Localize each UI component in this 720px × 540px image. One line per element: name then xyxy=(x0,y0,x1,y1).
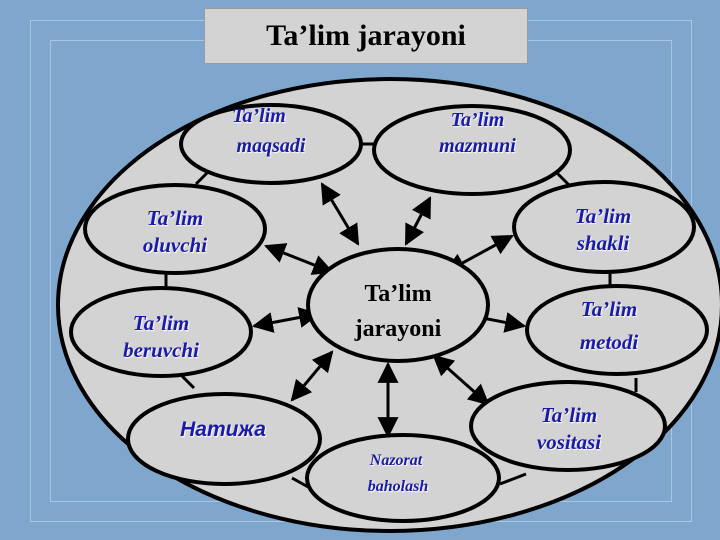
label-shakli-line1: Ta’lim xyxy=(574,204,632,228)
arrow-oluvchi xyxy=(264,243,334,275)
node-maqsadi xyxy=(179,103,363,185)
node-beruvchi xyxy=(69,286,253,378)
arrows xyxy=(251,182,527,439)
label-oluvchi: Ta’lim oluvchi xyxy=(100,205,250,260)
label-metodi: Ta’lim metodi xyxy=(534,293,684,358)
label-natija: Натижа xyxy=(148,416,298,443)
node-center xyxy=(306,247,490,363)
title-box: Ta’lim jarayoni xyxy=(204,8,528,64)
label-beruvchi: Ta’lim beruvchi xyxy=(86,310,236,365)
label-vositasi-line2: vositasi xyxy=(536,430,602,455)
arrow-natija xyxy=(290,350,334,402)
label-mazmuni-line2: mazmuni xyxy=(439,135,516,157)
label-beruvchi-line1: Ta’lim xyxy=(132,311,190,335)
center-label-line2: jarayoni xyxy=(354,315,442,342)
label-nazorat-line2: baholash xyxy=(367,477,429,495)
node-oluvchi xyxy=(83,183,267,275)
label-mazmuni-line1: Ta’lim xyxy=(450,109,505,131)
label-shakli-line2: shakli xyxy=(576,231,630,256)
label-vositasi: Ta’lim vositasi xyxy=(494,402,644,457)
label-mazmuni: Ta’lim mazmuni xyxy=(400,107,555,159)
label-metodi-line1: Ta’lim xyxy=(580,297,638,321)
label-maqsadi: Ta’lim maqsadi xyxy=(196,103,346,159)
node-metodi xyxy=(525,284,709,376)
arrow-mazmuni xyxy=(404,196,432,246)
arrow-vositasi xyxy=(432,354,490,406)
label-beruvchi-line2: beruvchi xyxy=(123,338,199,363)
label-shakli: Ta’lim shakli xyxy=(528,203,678,258)
arrow-beruvchi xyxy=(251,307,321,333)
node-vositasi xyxy=(469,380,667,472)
node-natija xyxy=(126,392,322,486)
label-metodi-line2: metodi xyxy=(579,329,639,354)
label-maqsadi-line1: Ta’lim xyxy=(232,105,286,127)
node-shakli xyxy=(512,180,696,274)
node-nazorat xyxy=(305,433,501,523)
center-label: Ta’lim jarayoni xyxy=(318,277,478,347)
label-oluvchi-line1: Ta’lim xyxy=(146,206,204,230)
page-title: Ta’lim jarayoni xyxy=(266,19,466,52)
label-vositasi-line1: Ta’lim xyxy=(540,403,598,427)
label-nazorat: Nazorat baholash xyxy=(323,448,473,499)
center-label-line1: Ta’lim xyxy=(364,281,432,307)
arrow-maqsadi xyxy=(320,182,360,246)
label-oluvchi-line2: oluvchi xyxy=(142,233,208,258)
label-nazorat-line1: Nazorat xyxy=(369,452,423,469)
label-maqsadi-line2: maqsadi xyxy=(236,135,306,157)
label-natija-line1: Натижа xyxy=(180,418,266,441)
node-mazmuni xyxy=(372,104,572,196)
